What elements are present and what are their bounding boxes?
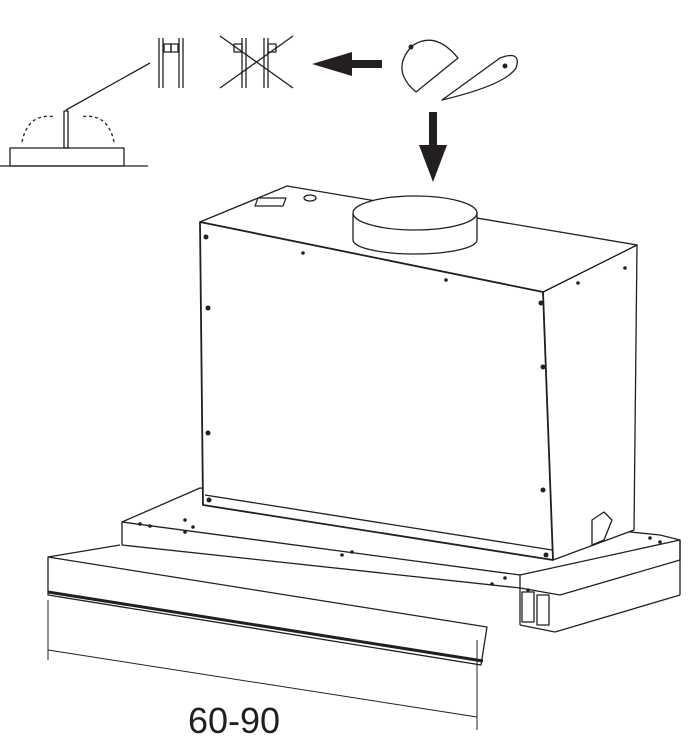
arrow-down-icon bbox=[419, 112, 447, 182]
width-dimension-line bbox=[47, 600, 478, 730]
hood-unit-icon bbox=[47, 185, 681, 666]
valve-incorrect-icon bbox=[219, 35, 294, 89]
dimension-label: 60-90 bbox=[188, 700, 281, 741]
damper-flap-icon bbox=[0, 62, 151, 167]
damper-plates-icon bbox=[401, 39, 518, 101]
valve-correct-icon bbox=[158, 38, 184, 88]
arrow-left-icon bbox=[312, 52, 382, 76]
